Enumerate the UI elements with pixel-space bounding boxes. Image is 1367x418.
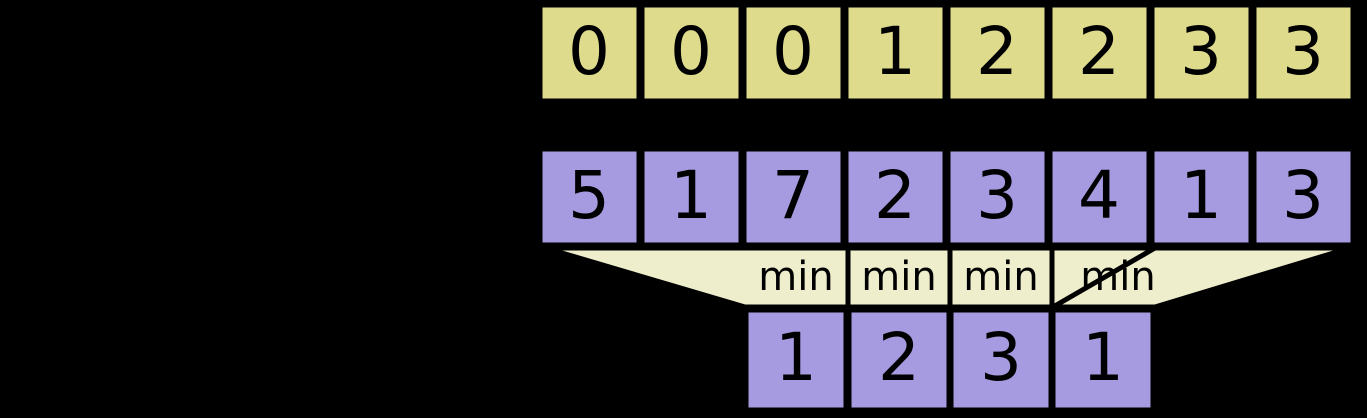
middle-row-cell-value: 1 [670,157,712,234]
top-row-cell [741,2,846,104]
bottom-row-cell-value: 1 [775,319,817,396]
middle-row-cell [1149,146,1254,248]
top-row-cell [1251,2,1356,104]
middle-row-cell-value: 4 [1078,157,1120,234]
min-band-group: min min min min [544,245,1351,310]
middle-row-cell [945,146,1050,248]
top-row-cell-value: 0 [670,13,712,90]
top-row-cell-value: 3 [1282,13,1324,90]
bottom-row-cell-value: 1 [1082,319,1124,396]
min-label: min [1080,254,1155,300]
middle-row-cell-value: 2 [874,157,916,234]
middle-row-cell [639,146,744,248]
min-segment-diagonal-divider [1051,245,1157,310]
top-row-cell-value: 0 [772,13,814,90]
middle-row-cell-value: 3 [976,157,1018,234]
bottom-row-cell [1050,307,1156,413]
min-label: min [861,254,936,300]
middle-row-cell-value: 7 [772,157,814,234]
top-row-cell-value: 0 [568,13,610,90]
top-row-cell [1149,2,1254,104]
middle-row-group: 5 1 7 2 3 4 1 3 [537,146,1356,248]
middle-row-cell-value: 5 [568,157,610,234]
middle-row-cell [1047,146,1152,248]
bottom-row-cell [948,307,1054,413]
bottom-row-cell-value: 3 [980,319,1022,396]
top-row-cell-value: 2 [976,13,1018,90]
min-label: min [963,254,1038,300]
middle-row-cell [741,146,846,248]
top-row-cell-value: 3 [1180,13,1222,90]
bottom-row-cell-value: 2 [878,319,920,396]
top-row-cell-value: 1 [874,13,916,90]
top-row-cell [537,2,642,104]
bottom-row-group: 1 2 3 1 [743,307,1156,413]
bottom-row-cell [743,307,849,413]
middle-row-cell [843,146,948,248]
min-label: min [758,254,833,300]
middle-row-cell-value: 3 [1282,157,1324,234]
top-row-cell [639,2,744,104]
top-row-cell-value: 2 [1078,13,1120,90]
middle-row-cell-value: 1 [1180,157,1222,234]
top-row-cell [1047,2,1152,104]
middle-row-cell [1251,146,1356,248]
top-row-cell [945,2,1050,104]
top-row-group: 0 0 0 1 2 2 3 3 [537,2,1356,104]
middle-row-cell [537,146,642,248]
top-row-cell [843,2,948,104]
